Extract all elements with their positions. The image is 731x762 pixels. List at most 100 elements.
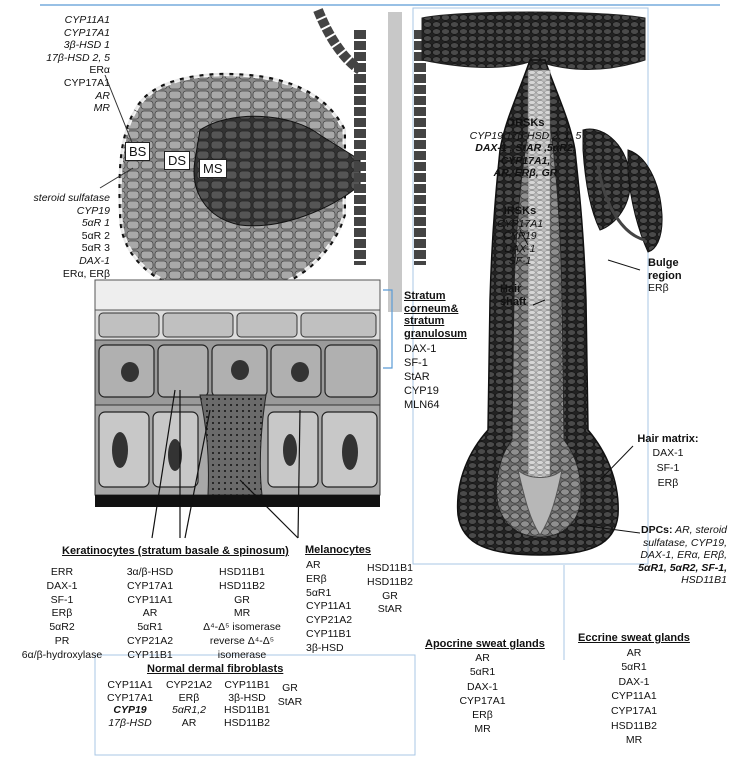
- irsks-item: DAX-1: [490, 243, 550, 256]
- keratinocytes-item: 5αR1: [110, 621, 190, 635]
- melanocytes-item: CYP11B1: [306, 628, 352, 642]
- gland-bottom-item: 5αR 3: [20, 242, 110, 255]
- gland-top-item: CYP17A1: [30, 27, 110, 40]
- keratinocytes-item: ERβ: [14, 607, 110, 621]
- gland-top-item: CYP11A1: [30, 14, 110, 27]
- melanocytes-item: AR: [306, 559, 352, 573]
- gland-bottom-item: ERα, ERβ: [20, 268, 110, 281]
- apocrine-item: 5αR1: [425, 665, 540, 679]
- stratum-item: CYP19: [404, 385, 467, 399]
- irsks-item: CYP17A1: [490, 218, 550, 231]
- eccrine-item: DAX-1: [574, 675, 694, 690]
- melanocytes-item: StAR: [360, 603, 420, 617]
- gland-top-item: 3β-HSD 1: [30, 39, 110, 52]
- stratum-item: DAX-1: [404, 343, 467, 357]
- hair-shaft-label: Hair shaft: [500, 283, 526, 308]
- fibroblasts-col2: CYP21A2 ERβ 5αR1,2 AR: [160, 679, 218, 729]
- eccrine-item: CYP17A1: [574, 704, 694, 719]
- irsks-item: CYP19: [490, 230, 550, 243]
- ms-label: MS: [199, 159, 227, 178]
- keratinocytes-item: HSD11B2: [196, 580, 288, 594]
- apocrine-item: DAX-1: [425, 680, 540, 694]
- bulge-item: ERβ: [648, 282, 682, 295]
- ds-label: DS: [164, 151, 190, 170]
- keratinocytes-item: CYP11B1: [110, 649, 190, 663]
- melanocytes-title: Melanocytes: [305, 544, 371, 557]
- sebaceous-gland-illustration: [100, 10, 420, 312]
- stratum-item: SF-1: [404, 357, 467, 371]
- fibroblasts-item: StAR: [276, 696, 304, 710]
- dpcs-label: DPCs:: [641, 524, 673, 536]
- gland-bottom-item: 5αR 1: [20, 217, 110, 230]
- gland-top-item: AR: [30, 90, 110, 103]
- fibroblasts-item: CYP11B1: [218, 679, 276, 692]
- eccrine-item: CYP11A1: [574, 689, 694, 704]
- melanocytes-col1: ARERβ5αR1CYP11A1CYP21A2CYP11B13β-HSD: [306, 559, 352, 656]
- fibroblasts-item: GR: [276, 682, 304, 696]
- keratinocytes-item: Δ⁴-Δ⁵ isomerase: [196, 621, 288, 635]
- melanocytes-item: GR: [360, 590, 420, 604]
- keratinocytes-title: Keratinocytes (stratum basale & spinosum…: [62, 545, 289, 558]
- orsks-block: ORSKs CYP19,17β-HSD 2, 1, 5 DAX-1 , StAR…: [428, 117, 623, 180]
- irsks-item: SF-1: [490, 255, 550, 268]
- fibroblasts-col1: CYP11A1 CYP17A1 CYP19 17β-HSD: [100, 679, 160, 729]
- melanocytes-item: CYP21A2: [306, 614, 352, 628]
- bs-label: BS: [125, 142, 150, 161]
- keratinocytes-item: MR: [196, 607, 288, 621]
- stratum-title: Stratum corneum& stratum granulosum: [404, 290, 467, 340]
- gland-top-item: 17β-HSD 2, 5: [30, 52, 110, 65]
- orsks-line: CYP17A1,: [428, 155, 623, 168]
- gland-bottom-item: steroid sulfatase: [20, 192, 110, 205]
- keratinocytes-item: HSD11B1: [196, 566, 288, 580]
- epidermis-illustration: [95, 280, 392, 540]
- keratinocytes-item: DAX-1: [14, 580, 110, 594]
- apocrine-title: Apocrine sweat glands: [425, 637, 540, 651]
- fibroblasts-item: HSD11B1: [218, 704, 276, 717]
- eccrine-item: MR: [574, 733, 694, 748]
- orsks-line: AR, ERβ, GR: [428, 167, 623, 180]
- orsks-line: CYP19,17β-HSD 2, 1, 5: [428, 130, 623, 143]
- gland-bottom-item: DAX-1: [20, 255, 110, 268]
- dpcs-block: DPCs: AR, steroid sulfatase, CYP19, DAX-…: [583, 524, 727, 587]
- gland-top-item: CYP17A1: [30, 77, 110, 90]
- eccrine-item: HSD11B2: [574, 719, 694, 734]
- keratinocytes-col3: HSD11B1HSD11B2GRMRΔ⁴-Δ⁵ isomerasereverse…: [196, 566, 288, 663]
- fibroblasts-item: 3β-HSD: [218, 692, 276, 705]
- melanocytes-item: CYP11A1: [306, 600, 352, 614]
- gland-top-item: ERα: [30, 64, 110, 77]
- keratinocytes-item: GR: [196, 594, 288, 608]
- orsks-line: DAX-1 , StAR ,5αR2,: [428, 142, 623, 155]
- apocrine-item: AR: [425, 651, 540, 665]
- orsks-title: ORSKs: [428, 117, 623, 130]
- keratinocytes-item: 5αR2: [14, 621, 110, 635]
- keratinocytes-item: ERR: [14, 566, 110, 580]
- eccrine-title: Eccrine sweat glands: [574, 631, 694, 646]
- keratinocytes-col1: ERRDAX-1SF-1ERβ5αR2PR6α/β-hydroxylase: [14, 566, 110, 663]
- keratinocytes-item: 3α/β-HSD: [110, 566, 190, 580]
- gland-top-item: MR: [30, 102, 110, 115]
- hair-matrix-item: SF-1: [628, 461, 708, 476]
- fibroblasts-item: HSD11B2: [218, 717, 276, 730]
- gland-bottom-item: 5αR 2: [20, 230, 110, 243]
- fibroblasts-title: Normal dermal fibroblasts: [147, 663, 283, 676]
- hair-matrix-item: DAX-1: [628, 446, 708, 461]
- eccrine-item: AR: [574, 646, 694, 661]
- keratinocytes-item: CYP21A2: [110, 635, 190, 649]
- keratinocytes-item: reverse Δ⁴-Δ⁵: [196, 635, 288, 649]
- keratinocytes-item: PR: [14, 635, 110, 649]
- apocrine-item: MR: [425, 722, 540, 736]
- hair-matrix-title: Hair matrix:: [628, 433, 708, 446]
- melanocytes-item: HSD11B1: [360, 562, 420, 576]
- keratinocytes-item: isomerase: [196, 649, 288, 663]
- stratum-block: Stratum corneum& stratum granulosum DAX-…: [404, 290, 467, 412]
- apocrine-item: ERβ: [425, 708, 540, 722]
